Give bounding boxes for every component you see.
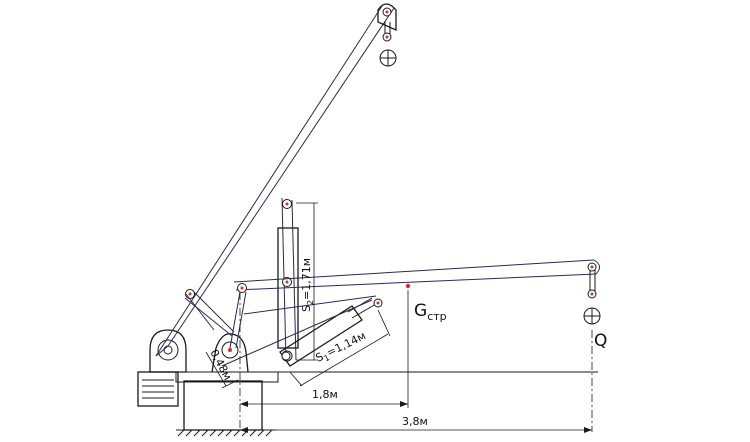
label-s2-letter: S xyxy=(300,305,313,312)
label-q: Q xyxy=(594,331,607,351)
main-jib xyxy=(155,5,395,357)
svg-text:S1=1,14м: S1=1,14м xyxy=(314,329,369,366)
jib-head xyxy=(377,3,397,67)
cylinder-1 xyxy=(279,297,383,367)
label-s1: S1=1,14м xyxy=(314,329,369,366)
label-s1-sub: 1 xyxy=(323,353,332,363)
ground xyxy=(176,429,276,437)
label-g: Gстр xyxy=(414,301,447,323)
dimension-s1 xyxy=(289,309,391,387)
label-s2: S2=1,71м xyxy=(300,258,315,312)
gravity-point xyxy=(405,283,411,408)
centre-lines xyxy=(239,292,593,432)
base-pedestal xyxy=(175,371,279,431)
label-s1-letter: S xyxy=(314,350,326,365)
dimension-048 xyxy=(205,351,239,389)
svg-text:S2=1,71м: S2=1,71м xyxy=(300,258,315,312)
dimension-18 xyxy=(240,401,408,407)
end-hook xyxy=(583,270,601,325)
label-38: 3,8м xyxy=(402,415,428,428)
counterweight xyxy=(137,371,179,407)
label-18: 1,8м xyxy=(312,388,338,401)
label-s1-value: =1,14м xyxy=(324,329,367,359)
label-s2-value: =1,71м xyxy=(300,258,313,300)
cylinder-2 xyxy=(277,227,299,362)
label-048: 0,48м xyxy=(207,347,234,382)
tie-lines xyxy=(221,295,377,367)
winch-drum xyxy=(149,329,187,373)
dimension-s2 xyxy=(296,202,318,361)
knuckle-boom xyxy=(233,259,600,293)
lower-link xyxy=(185,291,247,349)
label-s2-sub: 2 xyxy=(306,300,315,305)
svg-text:0,48м: 0,48м xyxy=(207,347,234,382)
dimension-38 xyxy=(240,427,592,433)
